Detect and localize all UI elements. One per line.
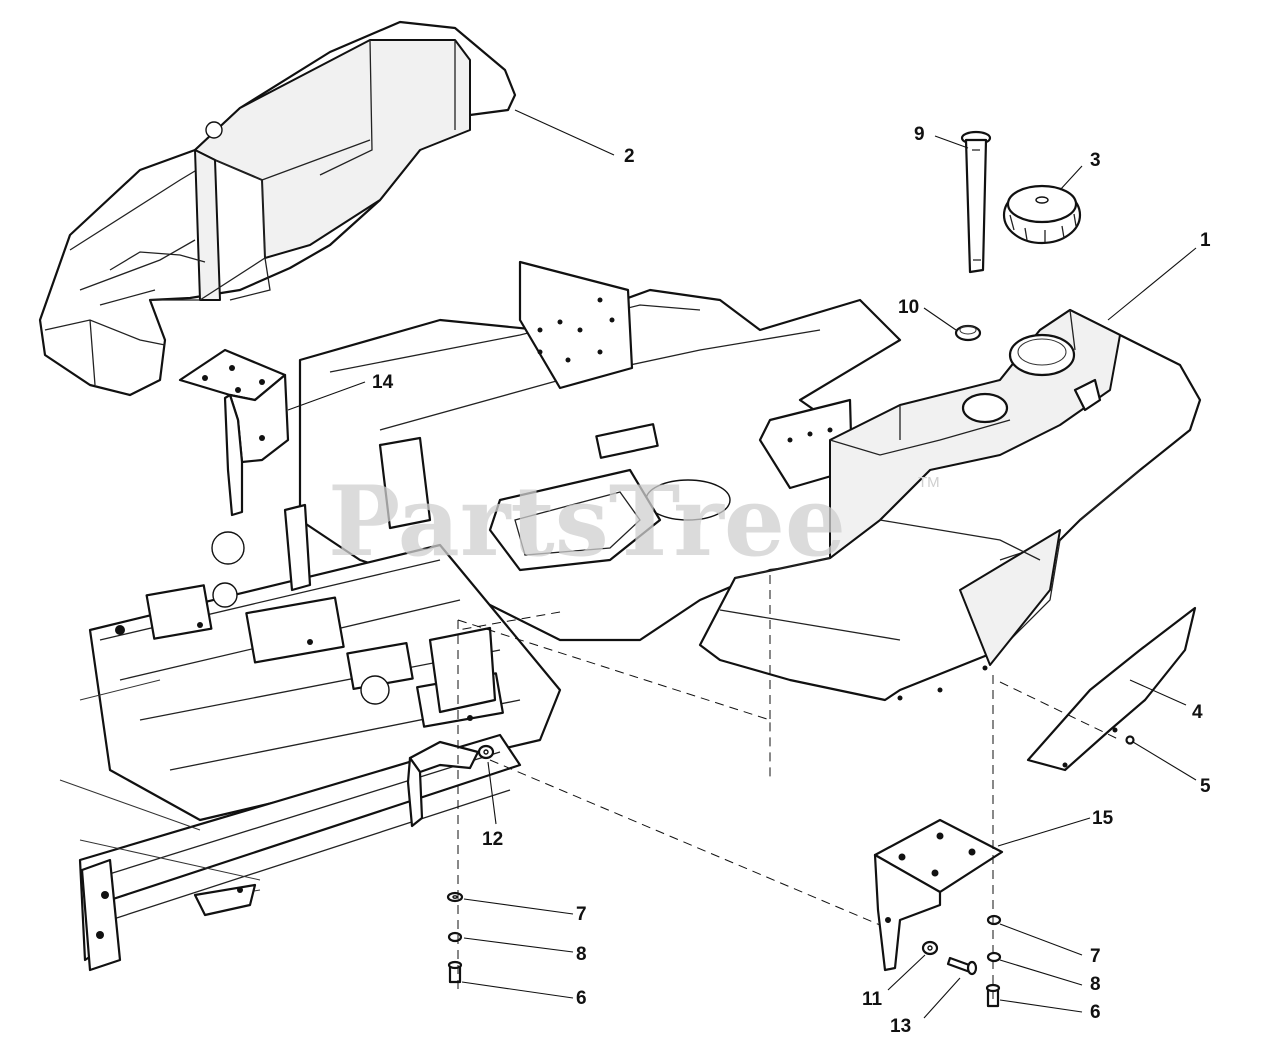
bracket-part-15 — [873, 818, 1004, 972]
fuel-tank-part-1 — [698, 308, 1202, 702]
callout-7-left: 7 — [576, 904, 587, 925]
l-bracket — [406, 740, 480, 828]
callout-3: 3 — [1090, 150, 1101, 171]
fuel-cap-part-3 — [1002, 184, 1082, 245]
bolt-part-13 — [946, 956, 978, 976]
callout-1: 1 — [1200, 230, 1211, 251]
callout-6-right: 6 — [1090, 1002, 1101, 1023]
watermark: PartsTree TM — [328, 465, 940, 578]
callout-2: 2 — [624, 146, 635, 167]
callout-8-right: 8 — [1090, 974, 1101, 995]
dipstick-part-9 — [960, 130, 992, 274]
screw-part-5 — [1125, 735, 1135, 745]
callout-10: 10 — [898, 297, 919, 318]
grommet-part-10 — [954, 324, 982, 342]
callout-15: 15 — [1092, 808, 1114, 829]
washer-part-7-left — [446, 891, 464, 903]
bolt-part-6-left — [447, 960, 463, 984]
nut-part-12 — [477, 744, 495, 760]
callout-6-left: 6 — [576, 988, 587, 1009]
washer-part-7-right — [986, 914, 1002, 926]
callout-8-left: 8 — [576, 944, 587, 965]
callout-14: 14 — [372, 372, 394, 393]
lockwasher-part-8-right — [986, 951, 1002, 963]
callouts: 1 2 3 4 5 6 6 7 7 8 8 9 10 11 12 13 14 1… — [372, 124, 1211, 1037]
leader-lines — [287, 109, 1197, 1019]
assembly-lines — [457, 575, 1121, 1005]
plate-part-4 — [1026, 606, 1197, 772]
fender-part-2 — [38, 20, 517, 397]
callout-4: 4 — [1192, 702, 1203, 723]
callout-9: 9 — [914, 124, 925, 145]
callout-7-right: 7 — [1090, 946, 1101, 967]
bracket-part-14 — [178, 348, 290, 517]
callout-11: 11 — [862, 989, 883, 1010]
callout-13: 13 — [890, 1016, 911, 1037]
washer-part-11 — [921, 940, 939, 956]
callout-5: 5 — [1200, 776, 1211, 797]
callout-12: 12 — [482, 829, 503, 850]
watermark-text: PartsTree — [328, 465, 846, 578]
lockwasher-part-8-left — [447, 931, 463, 943]
watermark-tm: TM — [918, 474, 940, 491]
